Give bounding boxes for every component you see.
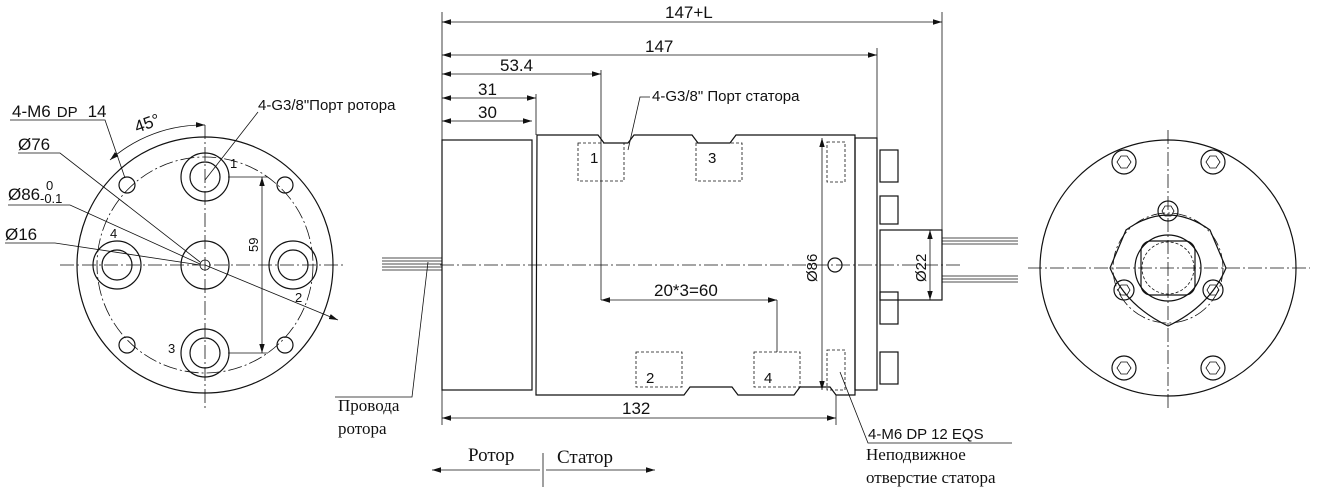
rotor-port-leader: [204, 111, 259, 181]
rotor-port-4: [92, 240, 142, 290]
rotor-wire-leader: [335, 261, 429, 398]
side-view: 147+L 147 53.4 31 30 4-G3/8" Порт статор…: [335, 3, 1018, 487]
hex-hole-tr: [1200, 149, 1226, 175]
hex-hole-tl: [1111, 149, 1137, 175]
rear-fitting-2: [879, 195, 899, 225]
port-num-4: 4: [110, 226, 117, 241]
angle-arc: [109, 122, 206, 161]
stator-wires: [942, 237, 1018, 283]
hex-bolt-right: [1202, 279, 1224, 301]
rear-fitting-1: [879, 149, 899, 183]
rotor-wires-label-1: Провода: [338, 396, 400, 415]
rear-flange-plate: [1109, 214, 1227, 327]
dim59-label: 59: [246, 238, 261, 252]
stator-fix-hole-top: [826, 141, 846, 183]
stator-hole-desc-2: отверстие статора: [866, 468, 996, 487]
stator-port-leader: [627, 96, 650, 151]
dia76-label: Ø76: [18, 135, 50, 154]
rear-fitting-3: [879, 291, 899, 325]
dim-132-label: 132: [622, 399, 650, 418]
port-num-1: 1: [230, 156, 237, 171]
side-port-num-1: 1: [590, 150, 598, 167]
right-bolt-circle: [1112, 212, 1224, 324]
vent-hole: [827, 257, 843, 273]
stator-fix-hole-bottom: [826, 349, 846, 391]
port-num-3: 3: [168, 341, 175, 356]
center-bore-square: [1140, 240, 1196, 296]
side-port-num-3: 3: [708, 150, 716, 167]
rotor-wires: [382, 257, 442, 271]
m6-hole-br: [276, 336, 294, 354]
rear-shaft: [879, 229, 943, 301]
stator-port-3: [695, 142, 743, 182]
m6-hole-bl: [118, 336, 136, 354]
dim-30-label: 30: [478, 103, 497, 122]
stator-port-2: [635, 351, 683, 388]
rear-fitting-4: [879, 351, 899, 385]
stator-flange: [854, 137, 878, 391]
m6-hole-tr: [276, 176, 294, 194]
stator-port-label: 4-G3/8" Порт статора: [652, 88, 800, 105]
angle-label: 45°: [132, 110, 163, 137]
dia16-label: Ø16: [5, 225, 37, 244]
m6-leader: [10, 119, 126, 179]
stator-port-4: [753, 351, 801, 388]
hub-circle: [180, 240, 230, 290]
dim-31-label: 31: [478, 80, 497, 99]
dia86-label: Ø86: [8, 185, 40, 204]
right-end-view: [1028, 130, 1310, 408]
rotor-port-label: 4-G3/8"Порт ротора: [258, 97, 396, 114]
dia86-leader: [8, 204, 201, 265]
stator-label: Статор: [557, 447, 613, 468]
dim-147L-label: 147+L: [665, 3, 713, 22]
dim-147-label: 147: [645, 37, 673, 56]
stator-hole-desc-1: Неподвижное: [866, 445, 966, 464]
stator-hole-spec: 4-M6 DP 12 EQS: [868, 426, 984, 443]
dia16-leader: [5, 242, 201, 266]
hex-bolt-left: [1113, 279, 1135, 301]
dia86-tol-upper: 0: [46, 178, 53, 193]
side-port-num-2: 2: [646, 370, 654, 387]
rotor-port-2: [268, 240, 318, 290]
hex-bolt-top: [1157, 200, 1179, 222]
side-port-num-4: 4: [764, 370, 772, 387]
dia86-side-label: Ø86: [804, 254, 821, 282]
rotor-body: [441, 139, 533, 391]
rotor-label: Ротор: [468, 445, 514, 466]
hex-hole-br: [1200, 355, 1226, 381]
dim-pitch-label: 20*3=60: [654, 281, 718, 300]
hex-hole-bl: [1111, 355, 1137, 381]
center-bore-outer: [1134, 234, 1202, 302]
dim-53-4-label: 53.4: [500, 56, 533, 75]
dia76-leader: [18, 152, 201, 263]
dia86-tol-lower: -0.1: [40, 191, 62, 206]
dia22-label: Ø22: [913, 254, 930, 282]
center-bore-inner: [1141, 241, 1195, 295]
port-num-2: 2: [295, 290, 302, 305]
m6-hole-tl: [118, 176, 136, 194]
rotor-wires-label-2: ротора: [338, 419, 387, 438]
diagonal-dim-line: [204, 264, 339, 321]
stator-hole-leader: [839, 371, 1012, 444]
